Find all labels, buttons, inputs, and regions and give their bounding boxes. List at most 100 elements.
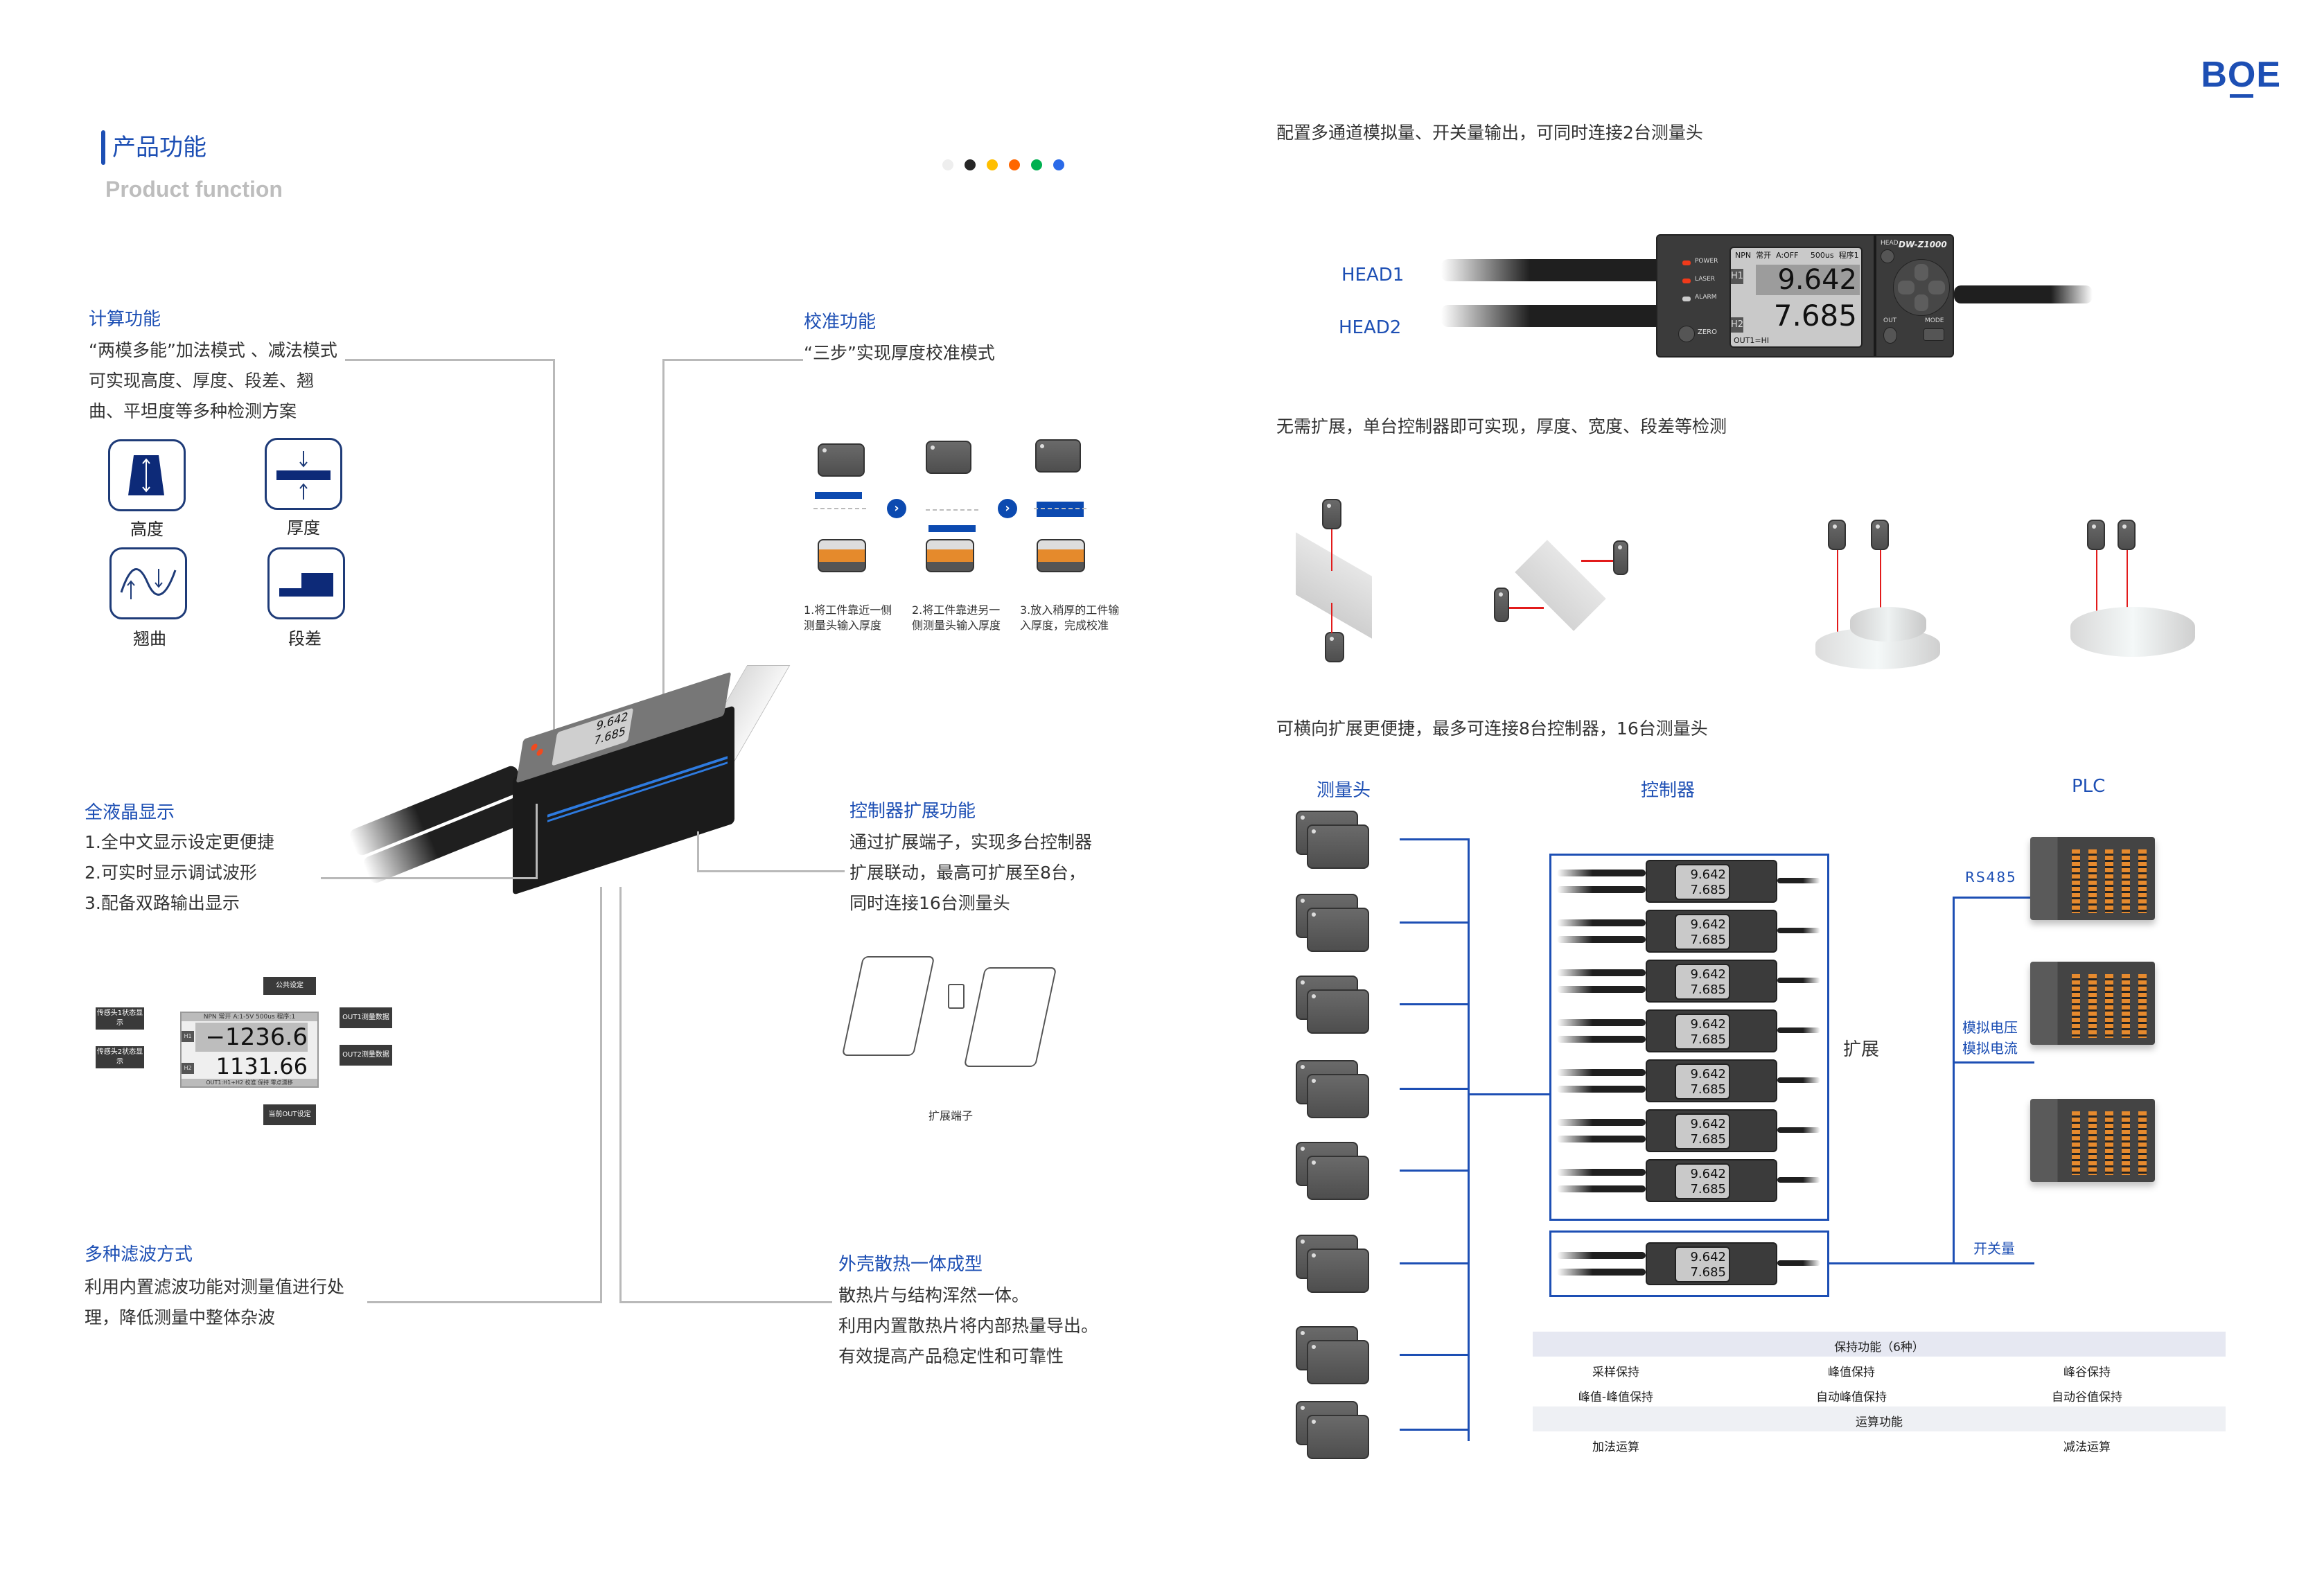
laser-led-icon [536, 748, 544, 757]
calib-title: 校准功能 [804, 312, 877, 333]
table-cell: 自动峰值保持 [1816, 1391, 1887, 1404]
sensor-head [2087, 520, 2105, 550]
reference-line [926, 509, 978, 511]
color-options [942, 159, 1081, 173]
filter-line: 理，降低测量中整体杂波 [85, 1307, 276, 1327]
zero-button[interactable] [1678, 326, 1695, 342]
leader-line [619, 887, 832, 1303]
expand-title: 控制器扩展功能 [850, 801, 976, 822]
lcd-value-2: 7.685 [1773, 299, 1857, 333]
calc-title: 计算功能 [89, 309, 161, 330]
panel-divider [1874, 236, 1876, 356]
plc-device [2030, 837, 2155, 920]
power-led-icon [1682, 261, 1691, 265]
expand-caption: 扩展端子 [928, 1109, 974, 1122]
head-button[interactable] [1881, 249, 1894, 263]
reference-line [1034, 508, 1086, 509]
power-led-icon [530, 743, 538, 752]
cable [1557, 1019, 1646, 1026]
head-connections [1400, 811, 1469, 1462]
calibration-steps: › › 1.将工件靠近一侧 测量头输入厚度 2.将工件靠进另一 侧测量头输入厚度… [804, 436, 1136, 644]
heads-bus-line [1468, 838, 1470, 1441]
page-subtitle: Product function [105, 177, 283, 202]
power-led-label: POWER [1695, 258, 1718, 265]
down-button[interactable] [1914, 294, 1928, 311]
workpiece-block [1515, 540, 1606, 631]
lcd-value-2: 7.685 [1690, 1032, 1726, 1047]
dpad [1893, 259, 1950, 316]
color-dot-yellow[interactable] [987, 159, 998, 170]
lcd-h1-badge: H1 [182, 1031, 194, 1042]
plc-device [2030, 962, 2155, 1045]
cable [1557, 919, 1646, 926]
expand-line: 通过扩展端子，实现多台控制器 [850, 832, 1093, 852]
head-connection-line [1400, 1170, 1469, 1172]
color-dot-orange[interactable] [1009, 159, 1020, 170]
lcd-desc: 1.全中文显示设定更便捷 2.可实时显示调试波形 3.配备双路输出显示 [85, 827, 274, 919]
hold-title: 保持功能（6种） [1834, 1341, 1924, 1355]
leader-line [345, 359, 555, 874]
leader-line [662, 359, 803, 721]
head-connection-line [1400, 1354, 1469, 1356]
output-cable [1777, 1127, 1820, 1133]
leader-line [697, 831, 845, 872]
lcd-value-2: 7.685 [1690, 883, 1726, 897]
sec3-caption: 可横向扩展更便捷，最多可连接8台控制器，16台测量头 [1276, 718, 1708, 739]
flat-cylinder [2070, 607, 2195, 657]
color-dot-black[interactable] [965, 159, 976, 170]
out-label: OUT [1883, 317, 1897, 324]
rs485-label: RS485 [1965, 869, 2017, 885]
lcd-value-2: 7.685 [1690, 1182, 1726, 1197]
cable [1557, 1086, 1646, 1093]
plc-bus-line [1953, 897, 1955, 1264]
color-dot-white[interactable] [942, 159, 953, 170]
sensor-head [2118, 520, 2136, 550]
next-arrow-icon: › [998, 499, 1017, 518]
cable [1557, 969, 1646, 976]
heat-title: 外壳散热一体成型 [838, 1254, 983, 1275]
lcd-value-2: 7.685 [1690, 933, 1726, 947]
model-label: DW-Z1000 [1899, 240, 1947, 249]
next-arrow-icon: › [887, 499, 906, 518]
output-cable [1777, 878, 1820, 883]
color-dot-blue[interactable] [1053, 159, 1064, 170]
lcd-status-bottom: OUT1:H1+H2 校准 保持 零点漂移 [182, 1079, 317, 1086]
lcd-value-2: 7.685 [1690, 1132, 1726, 1147]
up-button[interactable] [1914, 264, 1928, 281]
head-label: HEAD [1881, 240, 1899, 247]
sensor-head [1307, 908, 1369, 952]
expansion-terminal-drawing [838, 928, 1060, 1095]
calib-step-1: 1.将工件靠近一侧 测量头输入厚度 [804, 603, 892, 632]
head-connection-line [1400, 1262, 1469, 1264]
out-button[interactable] [1883, 327, 1897, 344]
title-accent-bar [101, 130, 105, 165]
mode-button[interactable] [1924, 328, 1944, 341]
sec1-caption: 配置多通道模拟量、开关量输出，可同时连接2台测量头 [1276, 123, 1703, 143]
terminal-connector [948, 984, 965, 1009]
hold-functions-header: 保持功能（6种） [1533, 1332, 2226, 1357]
laser-beam [1581, 560, 1613, 562]
lcd-value-1: 9.642 [1690, 1250, 1726, 1264]
sensor-head [1307, 1415, 1369, 1459]
sensor-head [1307, 824, 1369, 869]
brand-logo: BOE [2201, 54, 2281, 98]
page-title: 产品功能 [112, 134, 206, 161]
warp-label: 翘曲 [133, 629, 166, 649]
workpiece [1037, 502, 1084, 517]
lcd-title: 全液晶显示 [85, 802, 175, 823]
color-dot-green[interactable] [1031, 159, 1042, 170]
workpiece [928, 525, 976, 532]
thickness-label: 厚度 [287, 518, 320, 538]
lcd-value-2: 7.685 [1690, 1265, 1726, 1280]
lcd-line: 1.全中文显示设定更便捷 [85, 832, 274, 852]
left-button[interactable] [1898, 281, 1914, 294]
sensor-head [1828, 520, 1846, 550]
right-button[interactable] [1928, 281, 1945, 294]
